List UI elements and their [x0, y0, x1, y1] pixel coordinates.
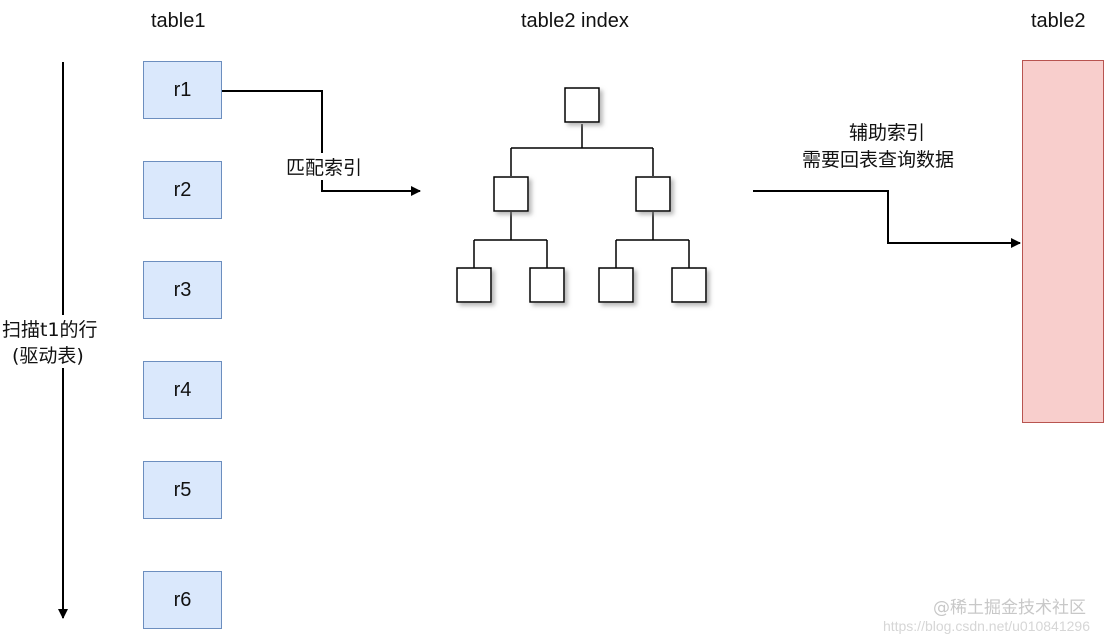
lookup-label-line1: 辅助索引	[849, 122, 926, 144]
tree-leaf-node	[671, 267, 707, 303]
tree-node	[493, 176, 529, 212]
lookup-label-line2: 需要回表查询数据	[802, 149, 955, 171]
tree-leaf-node	[529, 267, 565, 303]
table1-row: r1	[143, 61, 222, 119]
match-arrow	[222, 90, 421, 196]
table1-row: r4	[143, 361, 222, 419]
table1-header: table1	[151, 10, 206, 32]
watermark: @稀土掘金技术社区	[933, 598, 1086, 618]
index-header: table2 index	[521, 10, 629, 32]
table1-row: r6	[143, 571, 222, 629]
table2-header: table2	[1031, 10, 1086, 32]
tree-leaf-node	[598, 267, 634, 303]
lookup-arrow	[753, 190, 1021, 248]
match-label: 匹配索引	[284, 153, 365, 180]
watermark-url: https://blog.csdn.net/u010841296	[882, 618, 1090, 634]
scan-label-line2: (驱动表)	[10, 341, 86, 368]
index-tree	[473, 124, 690, 268]
scan-label-line1: 扫描t1的行	[0, 315, 100, 342]
tree-leaf-node	[456, 267, 492, 303]
table1-row: r2	[143, 161, 222, 219]
table1-row: r3	[143, 261, 222, 319]
table2-box	[1022, 60, 1104, 423]
table1-row: r5	[143, 461, 222, 519]
tree-node	[635, 176, 671, 212]
tree-root-node	[564, 87, 600, 123]
